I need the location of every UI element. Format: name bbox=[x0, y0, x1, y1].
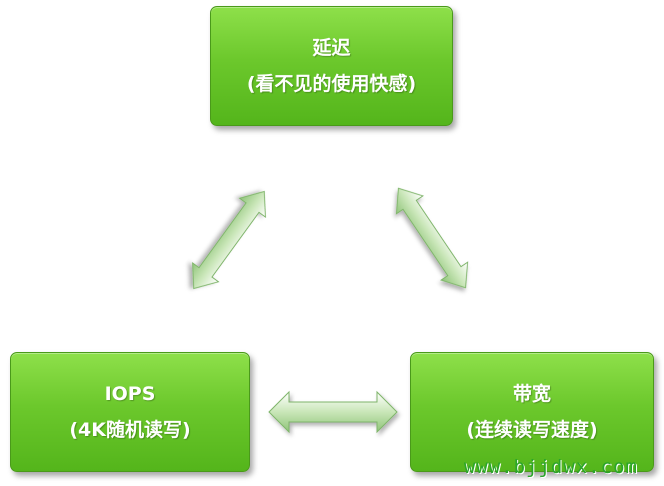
iops-subtitle: (4K随机读写) bbox=[69, 419, 191, 441]
bandwidth-subtitle: (连续读写速度) bbox=[466, 419, 598, 441]
bandwidth-box: 带宽 (连续读写速度) bbox=[410, 352, 654, 472]
iops-title: IOPS bbox=[104, 382, 156, 405]
latency-title: 延迟 bbox=[312, 36, 351, 59]
watermark-text: www.bjjdwx.com bbox=[463, 456, 638, 478]
arrow-top-left bbox=[191, 190, 267, 290]
arrow-top-right bbox=[395, 187, 469, 289]
arrow-left-right bbox=[268, 390, 398, 434]
latency-subtitle: (看不见的使用快感) bbox=[246, 73, 417, 95]
iops-box: IOPS (4K随机读写) bbox=[10, 352, 250, 472]
latency-box: 延迟 (看不见的使用快感) bbox=[210, 6, 453, 126]
bandwidth-title: 带宽 bbox=[512, 382, 551, 405]
